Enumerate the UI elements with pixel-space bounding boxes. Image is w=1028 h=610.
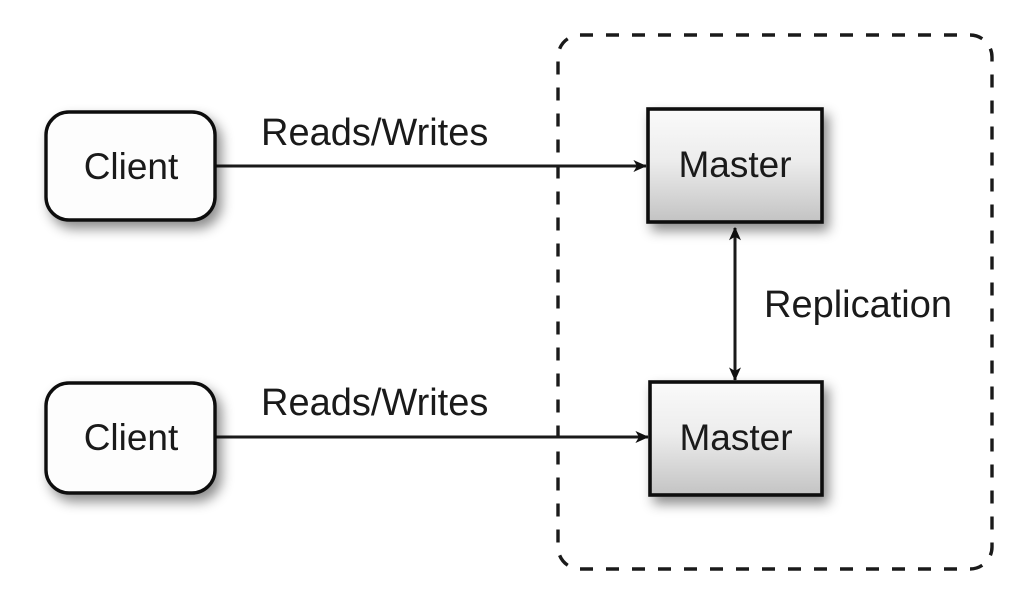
edge-label-replication: Replication bbox=[764, 284, 952, 326]
master-bottom-label: Master bbox=[679, 417, 792, 458]
node-master-bottom[interactable]: Master bbox=[648, 380, 824, 497]
node-client-bottom[interactable]: Client bbox=[44, 381, 217, 495]
edge-label-reads-writes-top: Reads/Writes bbox=[261, 112, 488, 154]
client-bottom-shape bbox=[44, 381, 217, 495]
node-client-top[interactable]: Client bbox=[44, 110, 217, 222]
master-top-label: Master bbox=[678, 144, 791, 185]
edge-label-reads-writes-bottom: Reads/Writes bbox=[261, 382, 488, 424]
node-master-top[interactable]: Master bbox=[646, 107, 824, 224]
replication-cluster-boundary bbox=[556, 33, 994, 571]
client-top-shape bbox=[44, 110, 217, 222]
client-bottom-label: Client bbox=[84, 417, 179, 458]
master-bottom-shape bbox=[648, 380, 824, 497]
client-top-label: Client bbox=[84, 146, 179, 187]
master-top-shape bbox=[646, 107, 824, 224]
